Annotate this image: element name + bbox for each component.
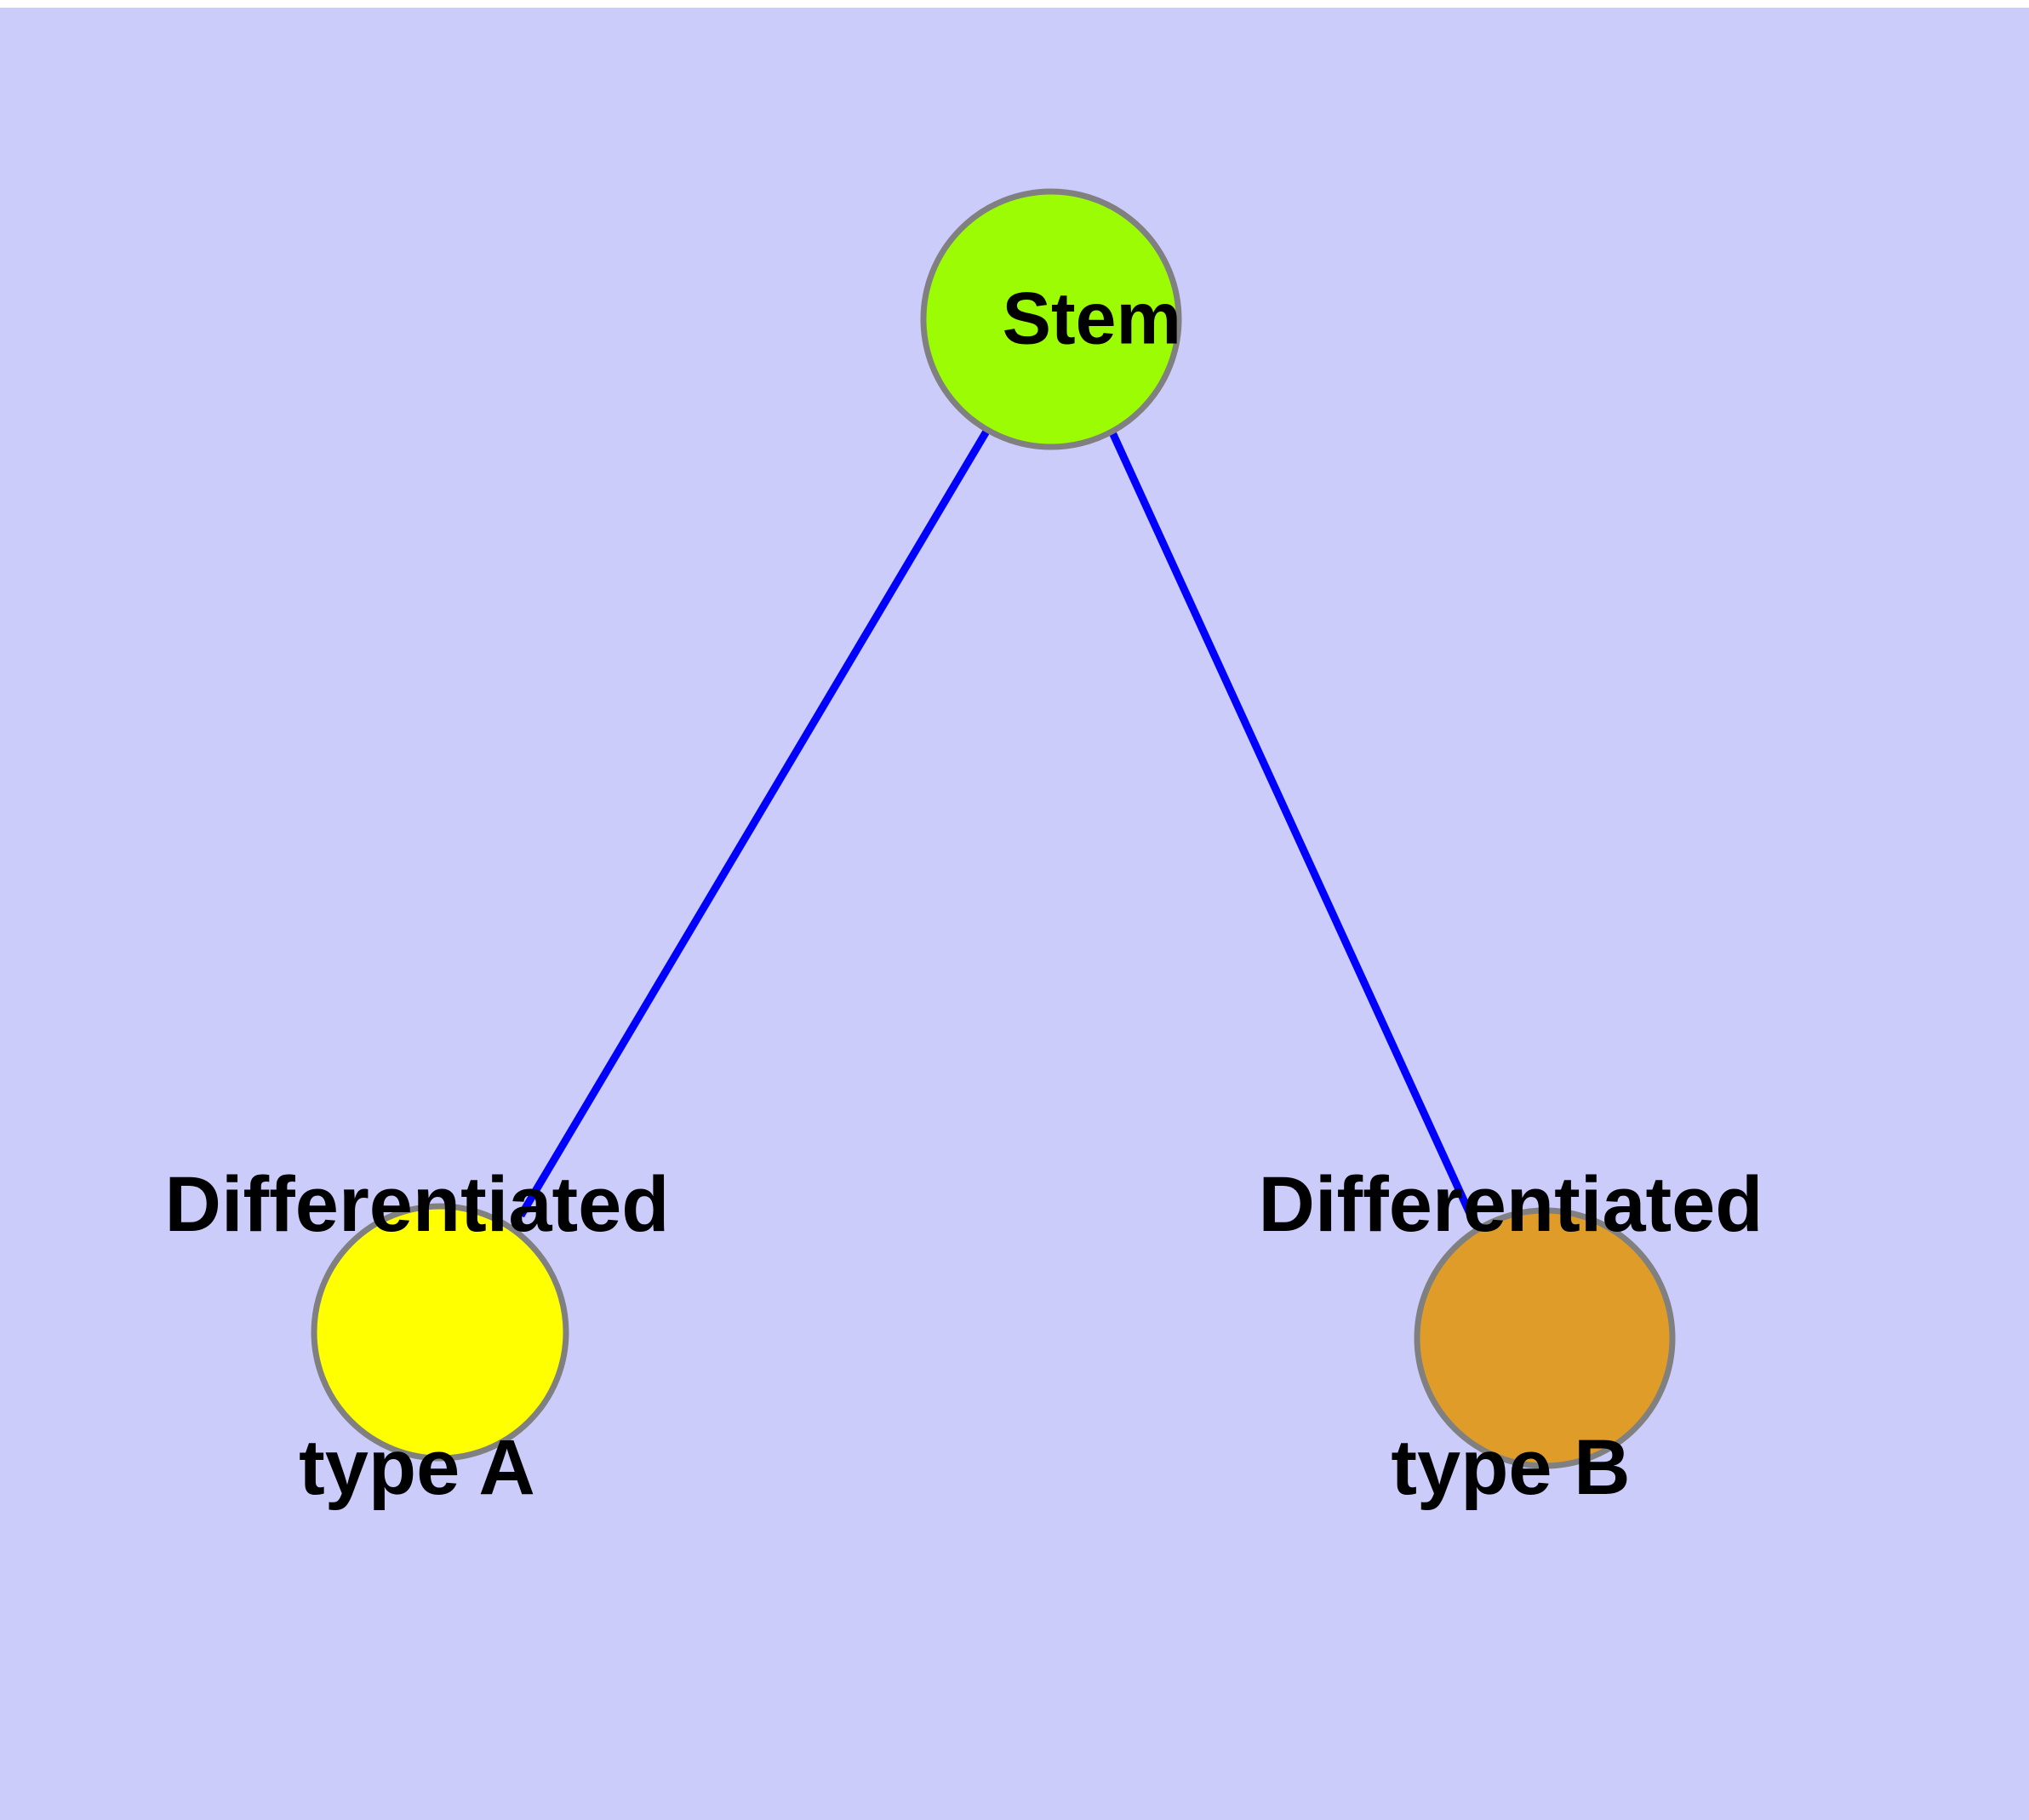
node-diff-a[interactable] bbox=[311, 1203, 569, 1462]
edge-stem-to-diff-b bbox=[1108, 431, 1477, 1221]
edge-stem-to-diff-a bbox=[517, 427, 991, 1218]
node-stem[interactable] bbox=[920, 188, 1182, 450]
node-group bbox=[311, 188, 1676, 1469]
edge-group bbox=[517, 427, 1477, 1221]
node-diff-b[interactable] bbox=[1414, 1207, 1676, 1469]
